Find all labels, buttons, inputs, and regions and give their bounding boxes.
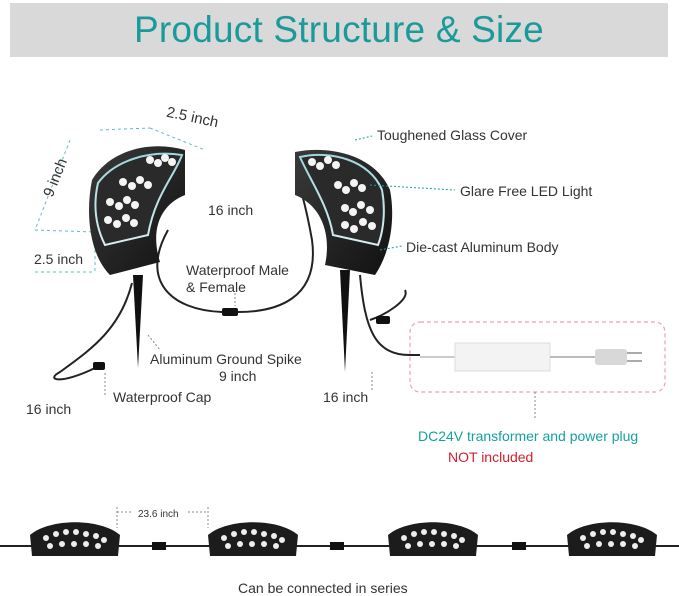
- left-fixture: [53, 146, 185, 395]
- series-fixture-3: [388, 522, 478, 556]
- length-dimension-line: [34, 139, 71, 231]
- connecting-cable: [156, 184, 314, 313]
- transformer-unit: [454, 342, 551, 372]
- series-fixture-1: [30, 522, 120, 556]
- left-led-array: [104, 154, 176, 228]
- page-title: Product Structure & Size: [134, 9, 544, 50]
- series-caption: Can be connected in series: [238, 580, 408, 596]
- not-included-note: NOT included: [448, 449, 534, 465]
- spike-callout: Aluminum Ground Spike: [150, 351, 302, 367]
- cable-right-label: 16 inch: [323, 389, 369, 405]
- waterproof-connector: [222, 308, 238, 316]
- series-fixture-2: [208, 522, 298, 556]
- left-ground-spike: [133, 275, 143, 368]
- connector-callout-line2: & Female: [186, 279, 246, 295]
- right-fixture: [295, 135, 456, 392]
- spike-length-label: 9 inch: [219, 368, 257, 384]
- led-callout: Glare Free LED Light: [460, 183, 593, 199]
- connector-callout-line1: Waterproof Male: [186, 262, 289, 278]
- right-tail-cable: [359, 274, 420, 356]
- series-row: [0, 507, 679, 556]
- cable-between-label: 16 inch: [208, 202, 254, 218]
- transformer-note: DC24V transformer and power plug: [418, 428, 639, 444]
- series-fixture-4: [567, 522, 657, 556]
- height-label: 2.5 inch: [34, 251, 84, 267]
- right-led-array: [308, 156, 376, 233]
- power-plug: [595, 349, 627, 365]
- waterproof-cap-callout: Waterproof Cap: [113, 389, 212, 405]
- glass-cover-callout: Toughened Glass Cover: [377, 127, 528, 143]
- right-ground-spike: [340, 270, 350, 372]
- body-callout: Die-cast Aluminum Body: [406, 239, 559, 255]
- transformer-box: [409, 321, 666, 420]
- spacing-label: 23.6 inch: [138, 509, 179, 520]
- left-tail-cable: [53, 282, 133, 381]
- transformer-dashed-outline: [409, 321, 666, 393]
- top-width-dimension-line: [99, 127, 151, 131]
- title-banner: Product Structure & Size: [10, 3, 668, 57]
- cable-left-label: 16 inch: [26, 401, 72, 417]
- waterproof-cap: [93, 362, 105, 370]
